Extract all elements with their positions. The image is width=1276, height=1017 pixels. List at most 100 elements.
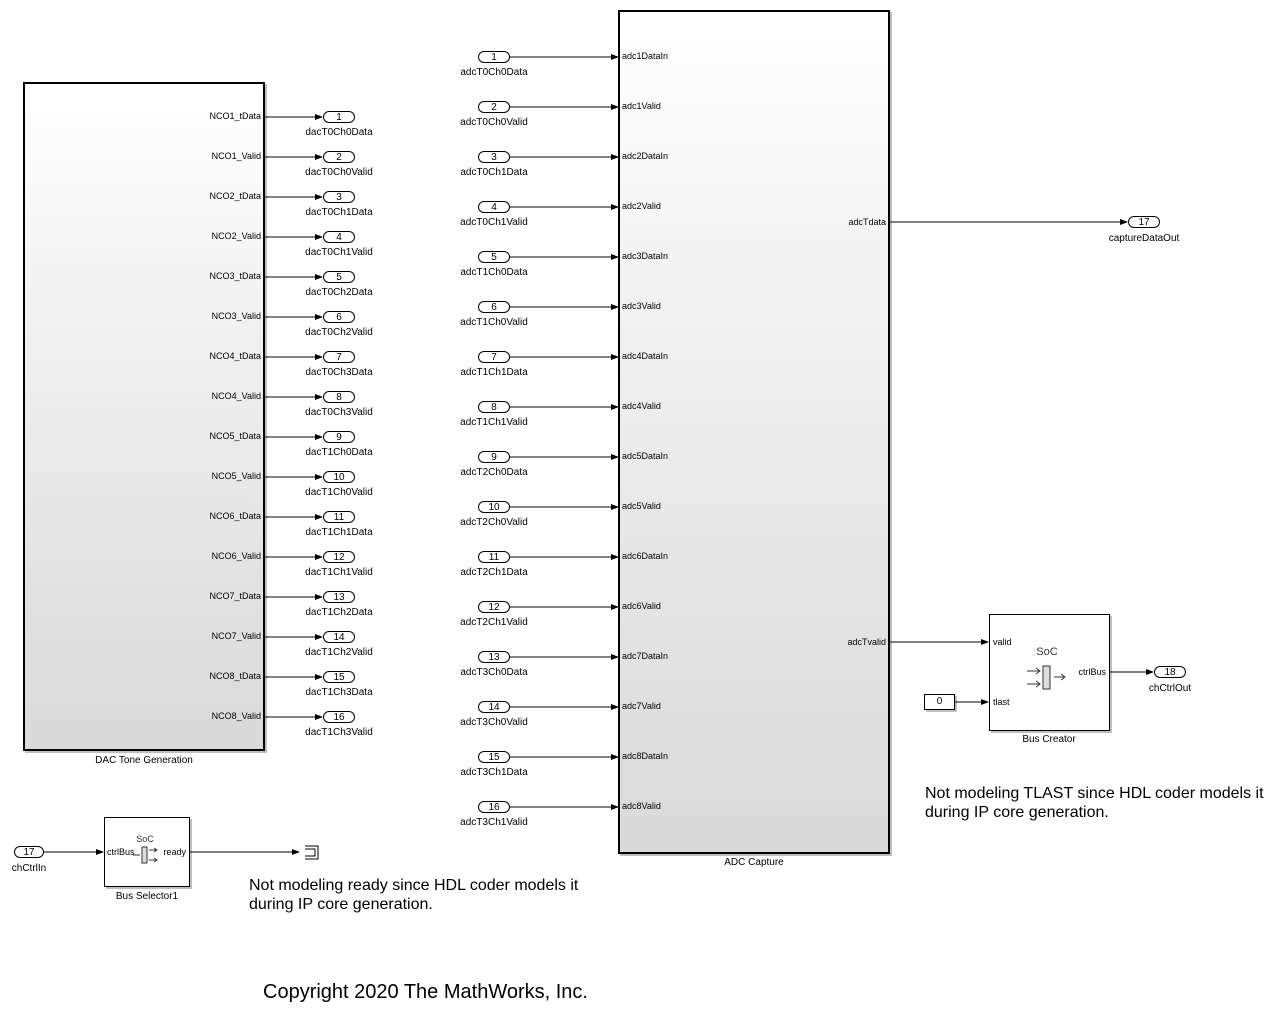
adc-inport[interactable]: 14	[478, 701, 510, 713]
adc-input-port-label: adc8DataIn	[622, 751, 669, 761]
ch-ctrl-in-label: chCtrlIn	[11, 863, 47, 874]
capture-data-out-label: captureDataOut	[1108, 233, 1180, 244]
dac-outport[interactable]: 10	[323, 471, 355, 483]
adc-input-port-label: adc3DataIn	[622, 251, 669, 261]
bus-selector-ctrlbus-label: ctrlBus	[107, 847, 135, 857]
adc-inport-label: adcT2Ch0Data	[460, 467, 528, 478]
dac-outport-label: dacT1Ch0Valid	[305, 487, 373, 498]
capture-data-out-port[interactable]: 17	[1128, 216, 1160, 228]
adc-inport[interactable]: 5	[478, 251, 510, 263]
adc-inport[interactable]: 8	[478, 401, 510, 413]
dac-output-port-label: NCO4_Valid	[211, 391, 261, 401]
adc-inport-label: adcT0Ch1Data	[460, 167, 528, 178]
ready-note-line1: Not modeling ready since HDL coder model…	[249, 877, 579, 894]
adc-inport[interactable]: 16	[478, 801, 510, 813]
dac-outport-label: dacT1Ch1Data	[305, 527, 373, 538]
dac-output-port-label: NCO6_tData	[209, 511, 261, 521]
adc-inport[interactable]: 1	[478, 51, 510, 63]
terminator-block[interactable]	[304, 845, 320, 861]
dac-outport-label: dacT1Ch2Valid	[305, 647, 373, 658]
dac-outport[interactable]: 7	[323, 351, 355, 363]
dac-output-port-label: NCO1_Valid	[211, 151, 261, 161]
ch-ctrl-in-port[interactable]: 17	[14, 846, 44, 858]
dac-output-port-label: NCO7_tData	[209, 591, 261, 601]
dac-output-port-label: NCO7_Valid	[211, 631, 261, 641]
adc-input-port-label: adc7DataIn	[622, 651, 669, 661]
soc-icon-small: SoC	[132, 834, 158, 866]
dac-output-port-label: NCO2_tData	[209, 191, 261, 201]
adc-capture-block[interactable]	[618, 10, 890, 854]
dac-outport-label: dacT0Ch1Data	[305, 207, 373, 218]
dac-outport[interactable]: 11	[323, 511, 355, 523]
dac-block-name: DAC Tone Generation	[95, 755, 193, 766]
adc-input-port-label: adc4Valid	[622, 401, 661, 411]
adc-input-port-label: adc7Valid	[622, 701, 661, 711]
dac-outport-label: dacT0Ch3Valid	[305, 407, 373, 418]
dac-outport-label: dacT1Ch0Data	[305, 447, 373, 458]
dac-tone-generation-block[interactable]	[23, 82, 265, 751]
adc-inport-label: adcT3Ch0Data	[460, 667, 528, 678]
adc-inport[interactable]: 9	[478, 451, 510, 463]
dac-outport[interactable]: 15	[323, 671, 355, 683]
tlast-note-line1: Not modeling TLAST since HDL coder model…	[925, 785, 1264, 802]
adc-inport[interactable]: 11	[478, 551, 510, 563]
dac-outport[interactable]: 12	[323, 551, 355, 563]
adc-input-port-label: adc6Valid	[622, 601, 661, 611]
bus-creator-tlast-label: tlast	[993, 697, 1010, 707]
bus-creator-ctrlbus-label: ctrlBus	[1078, 667, 1106, 677]
dac-outport-label: dacT0Ch1Valid	[305, 247, 373, 258]
adc-inport[interactable]: 12	[478, 601, 510, 613]
dac-outport-label: dacT0Ch2Valid	[305, 327, 373, 338]
dac-outport[interactable]: 4	[323, 231, 355, 243]
dac-outport[interactable]: 6	[323, 311, 355, 323]
adc-input-port-label: adc5DataIn	[622, 451, 669, 461]
dac-outport[interactable]: 1	[323, 111, 355, 123]
dac-outport[interactable]: 13	[323, 591, 355, 603]
dac-output-port-label: NCO8_Valid	[211, 711, 261, 721]
tlast-note-line2: during IP core generation.	[925, 804, 1109, 821]
adc-inport[interactable]: 3	[478, 151, 510, 163]
adc-input-port-label: adc6DataIn	[622, 551, 669, 561]
dac-outport-label: dacT0Ch0Data	[305, 127, 373, 138]
dac-output-port-label: NCO6_Valid	[211, 551, 261, 561]
dac-outport[interactable]: 9	[323, 431, 355, 443]
dac-outport-label: dacT1Ch1Valid	[305, 567, 373, 578]
ready-note-line2: during IP core generation.	[249, 896, 433, 913]
dac-outport[interactable]: 8	[323, 391, 355, 403]
dac-outport[interactable]: 16	[323, 711, 355, 723]
adc-inport[interactable]: 15	[478, 751, 510, 763]
bus-icon-small	[133, 846, 158, 864]
adc-inport[interactable]: 7	[478, 351, 510, 363]
adc-inport[interactable]: 10	[478, 501, 510, 513]
dac-output-port-label: NCO4_tData	[209, 351, 261, 361]
dac-output-port-label: NCO3_Valid	[211, 311, 261, 321]
adc-inport-label: adcT0Ch0Data	[460, 67, 528, 78]
adc-inport-label: adcT1Ch1Valid	[460, 417, 528, 428]
adc-input-port-label: adc1DataIn	[622, 51, 669, 61]
dac-output-port-label: NCO2_Valid	[211, 231, 261, 241]
adc-inport[interactable]: 13	[478, 651, 510, 663]
dac-outport[interactable]: 5	[323, 271, 355, 283]
bus-selector-block[interactable]	[104, 817, 190, 887]
dac-outport[interactable]: 2	[323, 151, 355, 163]
dac-output-port-label: NCO8_tData	[209, 671, 261, 681]
soc-icon-small-text: SoC	[136, 834, 154, 844]
adc-inport-label: adcT2Ch1Valid	[460, 617, 528, 628]
adc-input-port-label: adc2Valid	[622, 201, 661, 211]
dac-output-port-label: NCO1_tData	[209, 111, 261, 121]
adc-inport[interactable]: 4	[478, 201, 510, 213]
ch-ctrl-out-port[interactable]: 18	[1154, 666, 1186, 678]
dac-outport[interactable]: 3	[323, 191, 355, 203]
adc-inport[interactable]: 6	[478, 301, 510, 313]
dac-outport-label: dacT1Ch3Valid	[305, 727, 373, 738]
adc-inport[interactable]: 2	[478, 101, 510, 113]
adc-inport-label: adcT3Ch0Valid	[460, 717, 528, 728]
constant-zero-block[interactable]: 0	[924, 694, 955, 710]
dac-outport[interactable]: 14	[323, 631, 355, 643]
adc-inport-label: adcT1Ch0Data	[460, 267, 528, 278]
adc-inport-label: adcT3Ch1Valid	[460, 817, 528, 828]
adc-inport-label: adcT1Ch1Data	[460, 367, 528, 378]
adc-block-name: ADC Capture	[724, 857, 784, 868]
dac-outport-label: dacT0Ch3Data	[305, 367, 373, 378]
